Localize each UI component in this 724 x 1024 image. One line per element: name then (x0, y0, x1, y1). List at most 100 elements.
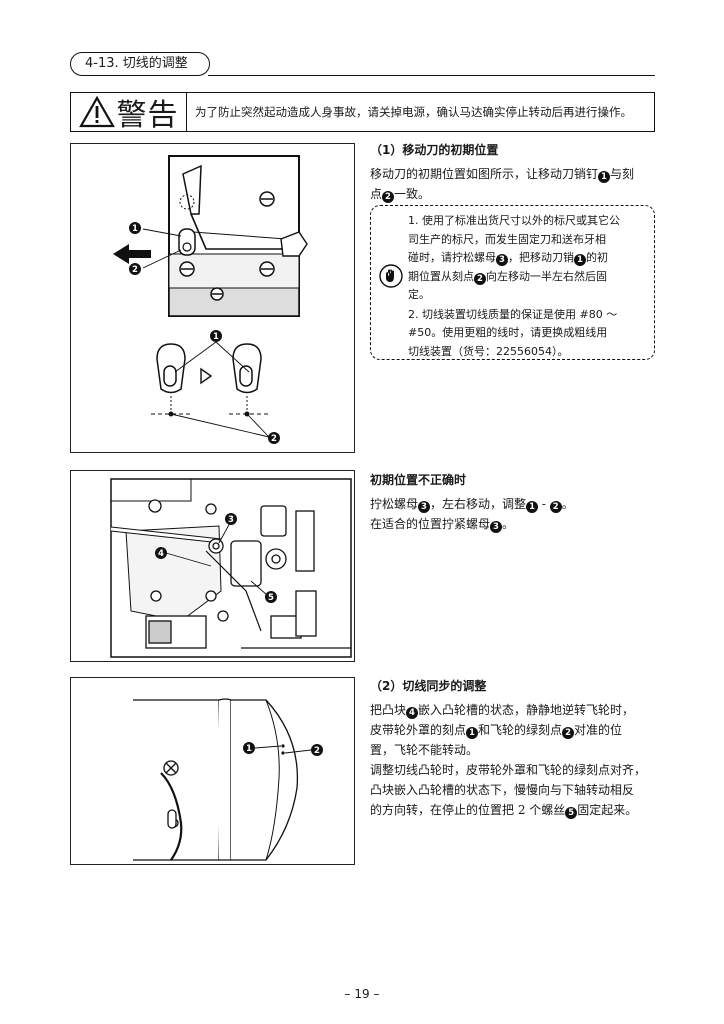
text-segment: 的方向转，在停止的位置把 2 个螺丝 (370, 803, 566, 817)
callout-1-label: 1 (132, 224, 138, 234)
page-number: – 19 – (344, 987, 380, 1001)
warning-label: 警告 (71, 93, 187, 133)
callout-1-label: 1 (246, 744, 252, 754)
callout-4 (155, 547, 167, 559)
callout-2-lower-label: 2 (271, 434, 277, 444)
text-line: 2. 切线装置切线质量的保证是使用 #80 ～ (408, 306, 646, 325)
knife-position-illustration: 1 2 1 2 (113, 155, 308, 444)
text-segment: 嵌入凸轮槽的状态，静静地逆转飞轮时， (418, 703, 635, 717)
callout-1-lower-label: 1 (213, 332, 219, 342)
text-segment: 定。 (408, 288, 430, 301)
text-line: 调整切线凸轮时，皮带轮外罩和飞轮的绿刻点对齐， (370, 760, 660, 780)
text-segment: 2. 切线装置切线质量的保证是使用 #80 ～ (408, 307, 618, 321)
handwheel-illustration: 1 2 (133, 698, 323, 861)
text-segment: 一致。 (394, 187, 431, 201)
text-line: 置，飞轮不能转动。 (370, 740, 660, 760)
text-segment: 司生产的标尺，而发生固定刀和送布牙相 (408, 232, 606, 246)
caution-icon (379, 264, 403, 292)
figure-thread-trim-timing: 1 2 (70, 677, 355, 865)
text-segment: 拧松螺母 (370, 497, 419, 511)
circled-number-1: 1 (466, 727, 479, 739)
callout-3-label: 3 (228, 515, 234, 525)
text-segment: - (538, 497, 550, 511)
section-rule (208, 75, 655, 76)
warning-text: 为了防止突然起动造成人身事故，请关掉电源，确认马达确实停止转动后再进行操作。 (195, 105, 632, 119)
text-segment: 期位置从刻点 (408, 269, 474, 283)
callout-4-label: 4 (158, 549, 164, 559)
knife-initial-position-heading: （1）移动刀的初期位置 (370, 143, 499, 157)
circled-number-4: 4 (406, 707, 419, 719)
circled-number-2: 2 (474, 272, 486, 285)
caution-hand-icon (379, 264, 403, 288)
callout-5-label: 5 (268, 593, 274, 603)
text-segment: 对准的位 (574, 723, 623, 737)
figure-knife-initial-position: 1 2 1 2 (70, 143, 355, 453)
thread-trim-timing-heading: （2）切线同步的调整 (370, 679, 487, 693)
circled-number-1: 1 (574, 254, 586, 266)
callout-2-lower (268, 432, 280, 444)
callout-3 (225, 513, 237, 525)
text-segment: 与刻 (610, 167, 635, 181)
text-segment: 调整切线凸轮时，皮带轮外罩和飞轮的绿刻点对齐， (370, 763, 647, 777)
text-segment: 凸块嵌入凸轮槽的状态下，慢慢向与下轴转动相反 (370, 783, 635, 797)
circled-number-1: 1 (526, 501, 539, 513)
callout-1 (243, 742, 255, 754)
circled-number-2: 2 (549, 501, 562, 513)
circled-number-3: 3 (490, 521, 503, 533)
text-segment: 固定起来。 (577, 803, 638, 817)
callout-2-label: 2 (132, 265, 138, 275)
callout-1-lower (210, 330, 222, 342)
callout-1 (129, 222, 141, 234)
text-line: 切线装置（货号：22556054）。 (408, 343, 646, 362)
callout-2 (311, 744, 323, 756)
caution-box: 1. 使用了标准出货尺寸以外的标尺或其它公司生产的标尺，而发生固定刀和送布牙相碰… (370, 205, 655, 360)
text-segment: 和飞轮的绿刻点 (478, 723, 563, 737)
caution-list: 1. 使用了标准出货尺寸以外的标尺或其它公司生产的标尺，而发生固定刀和送布牙相碰… (408, 212, 646, 362)
text-segment: 切线装置（货号：22556054）。 (408, 344, 569, 358)
text-segment: 皮带轮外罩的刻点 (370, 723, 467, 737)
figure-cam-adjustment: 3 4 5 (70, 470, 355, 662)
text-segment: ，把移动刀销 (508, 251, 574, 264)
warning-box: 警告 为了防止突然起动造成人身事故，请关掉电源，确认马达确实停止转动后再进行操作… (70, 92, 655, 133)
circled-number-5: 5 (565, 807, 578, 819)
text-segment: #50。使用更粗的线时，请更换成粗线用 (408, 326, 608, 339)
circled-number-2: 2 (382, 191, 395, 203)
caution-item-1: 1. 使用了标准出货尺寸以外的标尺或其它公司生产的标尺，而发生固定刀和送布牙相碰… (408, 212, 646, 305)
text-line: 1. 使用了标准出货尺寸以外的标尺或其它公 (408, 212, 646, 231)
callout-2-label: 2 (314, 746, 320, 756)
text-segment: 碰时，请拧松螺母 (408, 251, 496, 264)
text-line: 司生产的标尺，而发生固定刀和送布牙相 (408, 231, 646, 250)
incorrect-position-heading: 初期位置不正确时 (370, 473, 467, 487)
circled-number-2: 2 (562, 727, 575, 739)
text-segment: 点 (370, 187, 383, 201)
callout-2 (129, 263, 141, 275)
section-header: 4-13. 切线的调整 (70, 52, 655, 78)
text-segment: 把凸块 (370, 703, 407, 717)
circled-number-3: 3 (418, 501, 431, 513)
text-segment: 置，飞轮不能转动。 (370, 743, 479, 757)
text-segment: 1. 使用了标准出货尺寸以外的标尺或其它公 (408, 214, 620, 227)
caution-item-2: 2. 切线装置切线质量的保证是使用 #80 ～ #50。使用更粗的线时，请更换成粗… (408, 306, 646, 362)
circled-number-3: 3 (496, 254, 508, 266)
text-segment: 。 (502, 517, 515, 531)
circled-number-1: 1 (598, 171, 611, 183)
text-line: 定。 (408, 286, 646, 305)
text-segment: ，左右移动，调整 (430, 497, 527, 511)
text-segment: 的初 (586, 251, 608, 264)
warning-triangle-icon (78, 96, 115, 128)
text-segment: 移动刀的初期位置如图所示，让移动刀销钉 (370, 167, 599, 181)
